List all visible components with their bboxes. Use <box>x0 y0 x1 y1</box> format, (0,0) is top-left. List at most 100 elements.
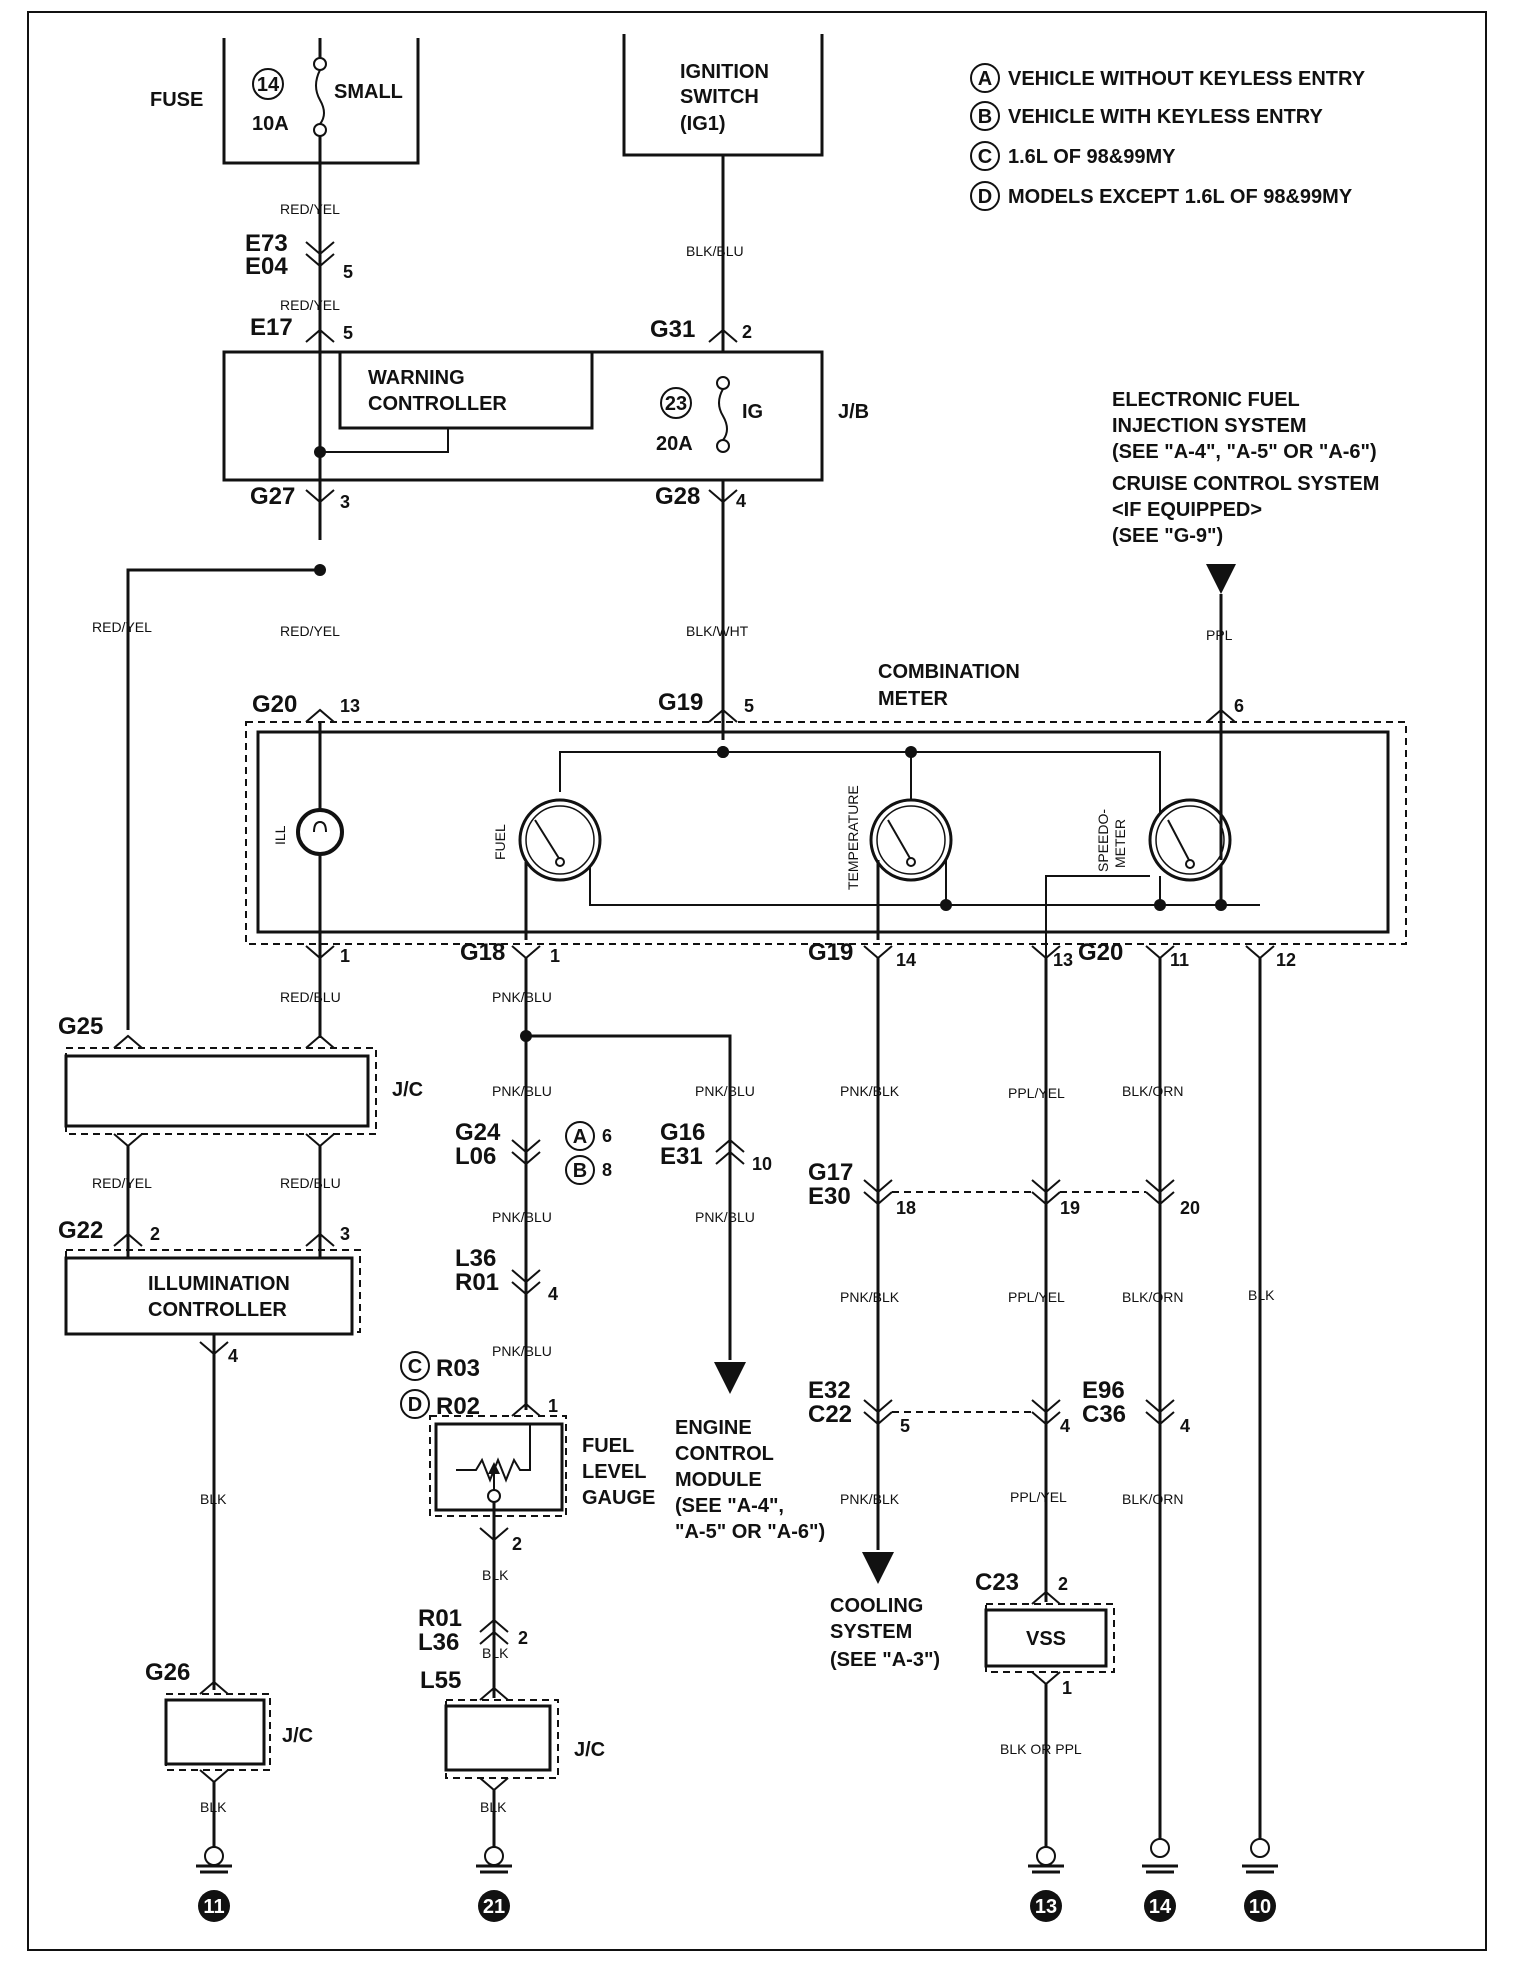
svg-text:1: 1 <box>548 1396 558 1416</box>
ground-13: 13 <box>1028 1846 1064 1922</box>
svg-text:4: 4 <box>736 491 746 511</box>
ground-21: 21 <box>476 1846 512 1922</box>
junction-block: WARNING CONTROLLER 23 20A IG J/B <box>222 350 869 482</box>
legend-key-a: A <box>978 68 992 90</box>
jb-fuse-rating: 20A <box>656 433 693 455</box>
conn-e17: E17 <box>250 314 293 341</box>
svg-text:4: 4 <box>1180 1416 1190 1436</box>
svg-text:PNK/BLU: PNK/BLU <box>492 1343 552 1359</box>
svg-text:BLK: BLK <box>200 1491 227 1507</box>
svg-text:3: 3 <box>340 492 350 512</box>
svg-text:BLK: BLK <box>482 1645 509 1661</box>
ecm-line2: CONTROL <box>675 1443 774 1465</box>
diagram-frame <box>27 11 1487 1951</box>
svg-text:RED/BLU: RED/BLU <box>280 1175 341 1191</box>
legend-text-d: MODELS EXCEPT 1.6L OF 98&99MY <box>1008 186 1353 208</box>
svg-text:PPL: PPL <box>1206 627 1233 643</box>
fuse-number: 14 <box>257 74 280 96</box>
svg-text:20: 20 <box>1180 1198 1200 1218</box>
svg-text:11: 11 <box>1170 950 1189 970</box>
conn-e32: E32 <box>808 1377 851 1404</box>
conn-g27: G27 <box>250 483 295 510</box>
svg-text:RED/YEL: RED/YEL <box>280 623 340 639</box>
ground-number-10: 10 <box>1249 1896 1271 1918</box>
conn-r03: R03 <box>436 1355 480 1382</box>
wire-fuse-to-jb: RED/YEL E73 E04 5 RED/YEL E17 5 <box>245 163 353 540</box>
conn-g25: G25 <box>58 1013 103 1040</box>
ground-number-21: 21 <box>483 1896 505 1918</box>
resistor-icon <box>456 1424 531 1483</box>
svg-text:13: 13 <box>1053 950 1073 970</box>
conn-c36: C36 <box>1082 1401 1126 1428</box>
conn-l36-lower: L36 <box>418 1629 459 1656</box>
svg-text:10: 10 <box>752 1154 772 1174</box>
conn-e04: E04 <box>245 253 288 280</box>
speedometer-icon <box>1148 798 1232 882</box>
ignition-line3: (IG1) <box>680 113 726 135</box>
warning-line1: WARNING <box>368 367 465 389</box>
cooling-line2: SYSTEM <box>830 1621 912 1643</box>
svg-text:PNK/BLK: PNK/BLK <box>840 1289 900 1305</box>
conn-g24: G24 <box>455 1119 501 1146</box>
conn-c23: C23 <box>975 1569 1019 1596</box>
svg-text:5: 5 <box>900 1416 910 1436</box>
svg-text:D: D <box>408 1394 422 1416</box>
conn-g16: G16 <box>660 1119 705 1146</box>
svg-text:1: 1 <box>340 946 350 966</box>
svg-text:2: 2 <box>518 1628 528 1648</box>
fuse-name: SMALL <box>334 81 403 103</box>
jc-label-g25: J/C <box>392 1079 423 1101</box>
legend: A VEHICLE WITHOUT KEYLESS ENTRY B VEHICL… <box>970 63 1366 211</box>
svg-text:PNK/BLU: PNK/BLU <box>492 989 552 1005</box>
jb-label: J/B <box>838 401 869 423</box>
svg-text:RED/YEL: RED/YEL <box>280 201 340 217</box>
svg-text:BLK/ORN: BLK/ORN <box>1122 1289 1183 1305</box>
meter-line2: METER <box>878 688 949 710</box>
svg-text:2: 2 <box>742 322 752 342</box>
fuel-gauge-line3: GAUGE <box>582 1487 655 1509</box>
svg-text:PNK/BLU: PNK/BLU <box>492 1209 552 1225</box>
conn-l06: L06 <box>455 1143 496 1170</box>
svg-text:4: 4 <box>548 1284 558 1304</box>
ecm-line5: "A-5" OR "A-6") <box>675 1521 825 1543</box>
efi-line3: (SEE "A-4", "A-5" OR "A-6") <box>1112 441 1377 463</box>
svg-text:BLK/BLU: BLK/BLU <box>686 243 744 259</box>
svg-text:METER: METER <box>1112 819 1128 868</box>
fuel-gauge-line2: LEVEL <box>582 1461 646 1483</box>
conn-l55: L55 <box>420 1667 461 1694</box>
bulb-icon <box>296 808 344 856</box>
warning-line2: CONTROLLER <box>368 393 507 415</box>
efi-cruise-note: ELECTRONIC FUEL INJECTION SYSTEM (SEE "A… <box>1112 389 1379 900</box>
wire-red-yel-branch: RED/YEL RED/YEL BLK/WHT <box>92 564 749 1030</box>
svg-text:4: 4 <box>228 1346 238 1366</box>
right-wires: PNK/BLK PPL/YEL BLK/ORN BLK G17 E30 18 1… <box>808 958 1275 1848</box>
arrow-down-icon <box>1206 564 1236 594</box>
svg-text:RED/YEL: RED/YEL <box>280 297 340 313</box>
svg-text:12: 12 <box>1276 950 1296 970</box>
conn-e31: E31 <box>660 1143 703 1170</box>
fuel-level-branch: PNK/BLU PNK/BLU PNK/BLU G24 L06 A 6 B 8 … <box>400 958 755 1848</box>
illumination-line1: ILLUMINATION <box>148 1273 290 1295</box>
ecm-line1: ENGINE <box>675 1417 752 1439</box>
svg-text:PNK/BLU: PNK/BLU <box>695 1083 755 1099</box>
svg-text:RED/BLU: RED/BLU <box>280 989 341 1005</box>
ecm-line4: (SEE "A-4", <box>675 1495 784 1517</box>
ignition-line1: IGNITION <box>680 61 769 83</box>
svg-text:13: 13 <box>340 696 360 716</box>
legend-text-a: VEHICLE WITHOUT KEYLESS ENTRY <box>1008 68 1366 90</box>
svg-text:PNK/BLU: PNK/BLU <box>695 1209 755 1225</box>
efi-line5: <IF EQUIPPED> <box>1112 499 1262 521</box>
svg-text:PPL/YEL: PPL/YEL <box>1010 1489 1067 1505</box>
ecm-line3: MODULE <box>675 1469 762 1491</box>
svg-text:A: A <box>573 1126 587 1148</box>
svg-text:PNK/BLK: PNK/BLK <box>840 1083 900 1099</box>
ground-number-13: 13 <box>1035 1896 1057 1918</box>
efi-line2: INJECTION SYSTEM <box>1112 415 1306 437</box>
svg-text:BLK OR PPL: BLK OR PPL <box>1000 1741 1082 1757</box>
svg-text:BLK: BLK <box>482 1567 509 1583</box>
arrow-down-icon <box>862 1552 894 1584</box>
fuse-small: FUSE 14 10A SMALL <box>150 38 420 165</box>
svg-text:BLK: BLK <box>480 1799 507 1815</box>
conn-l36: L36 <box>455 1245 496 1272</box>
